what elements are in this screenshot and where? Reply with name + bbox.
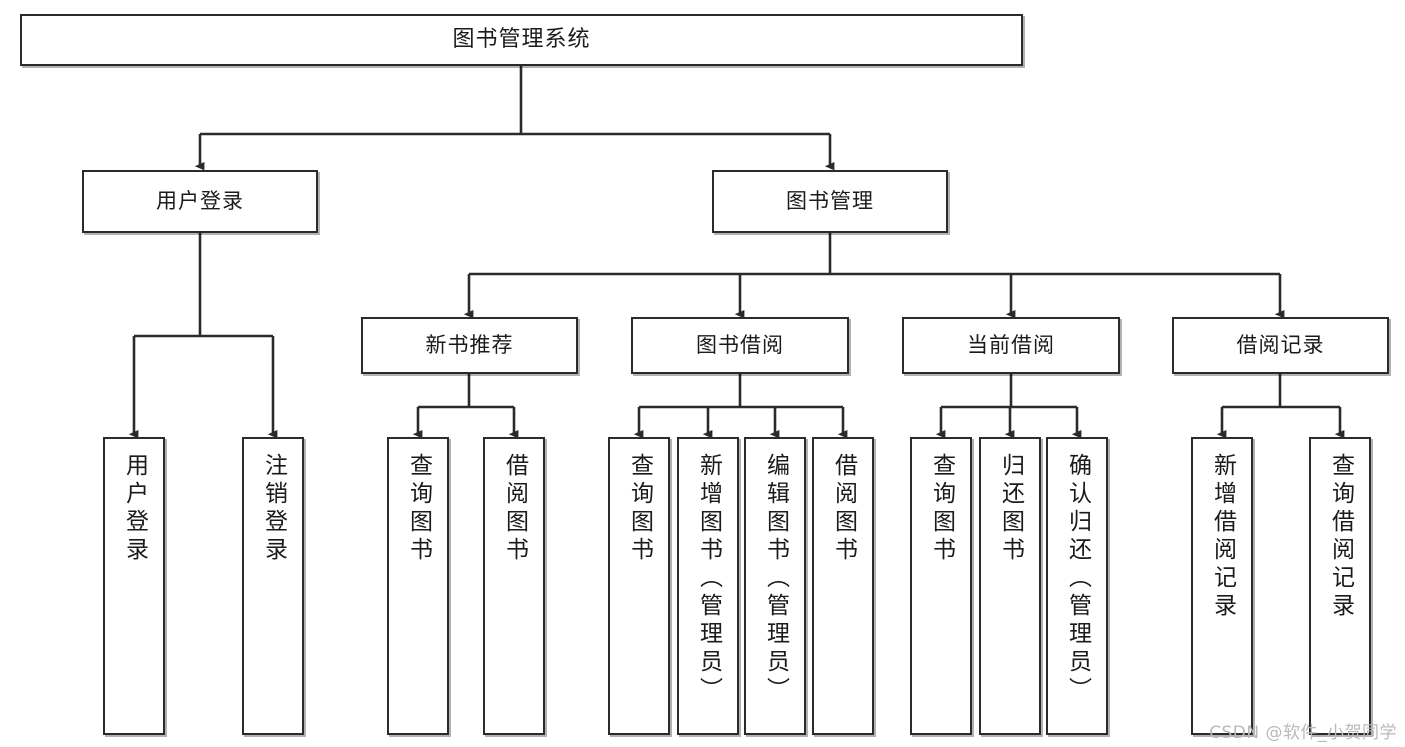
node-label: 编辑图书（管理员）: [762, 453, 789, 705]
node-label: 新增借阅记录: [1209, 453, 1236, 621]
node-book-borrow[interactable]: 图书借阅: [631, 317, 849, 374]
leaf-query-book-current[interactable]: 查询图书: [910, 437, 972, 735]
leaf-borrow-book-new[interactable]: 借阅图书: [483, 437, 545, 735]
leaf-query-borrow-record[interactable]: 查询借阅记录: [1309, 437, 1371, 735]
node-label: 借阅图书: [830, 453, 857, 565]
node-label: 新增图书（管理员）: [695, 453, 722, 705]
node-label: 查询图书: [405, 453, 432, 565]
leaf-query-book-new[interactable]: 查询图书: [387, 437, 449, 735]
node-current-borrow[interactable]: 当前借阅: [902, 317, 1120, 374]
node-label: 借阅记录: [1236, 332, 1325, 357]
node-label: 归还图书: [997, 453, 1024, 565]
leaf-logout[interactable]: 注销登录: [242, 437, 304, 735]
node-label: 注销登录: [260, 453, 287, 565]
node-label: 确认归还（管理员）: [1064, 453, 1091, 705]
leaf-add-book-admin[interactable]: 新增图书（管理员）: [677, 437, 739, 735]
leaf-borrow-book[interactable]: 借阅图书: [812, 437, 874, 735]
node-label: 图书借阅: [696, 332, 784, 357]
node-label: 图书管理: [786, 188, 874, 213]
node-label: 用户登录: [156, 188, 244, 213]
leaf-add-borrow-record[interactable]: 新增借阅记录: [1191, 437, 1253, 735]
node-label: 图书管理系统: [452, 26, 591, 52]
node-label: 查询图书: [928, 453, 955, 565]
node-book-management[interactable]: 图书管理: [712, 170, 948, 233]
node-borrow-record[interactable]: 借阅记录: [1172, 317, 1389, 374]
node-label: 用户登录: [121, 453, 148, 565]
node-user-login[interactable]: 用户登录: [82, 170, 318, 233]
leaf-query-book-borrow[interactable]: 查询图书: [608, 437, 670, 735]
node-root-library-system[interactable]: 图书管理系统: [20, 14, 1023, 66]
node-label: 查询借阅记录: [1327, 453, 1354, 621]
leaf-user-login[interactable]: 用户登录: [103, 437, 165, 735]
leaf-return-book[interactable]: 归还图书: [979, 437, 1041, 735]
node-label: 查询图书: [626, 453, 653, 565]
node-label: 借阅图书: [501, 453, 528, 565]
node-label: 新书推荐: [425, 332, 514, 357]
leaf-edit-book-admin[interactable]: 编辑图书（管理员）: [744, 437, 806, 735]
node-label: 当前借阅: [967, 332, 1055, 357]
leaf-confirm-return-admin[interactable]: 确认归还（管理员）: [1046, 437, 1108, 735]
node-new-book-recommend[interactable]: 新书推荐: [361, 317, 578, 374]
